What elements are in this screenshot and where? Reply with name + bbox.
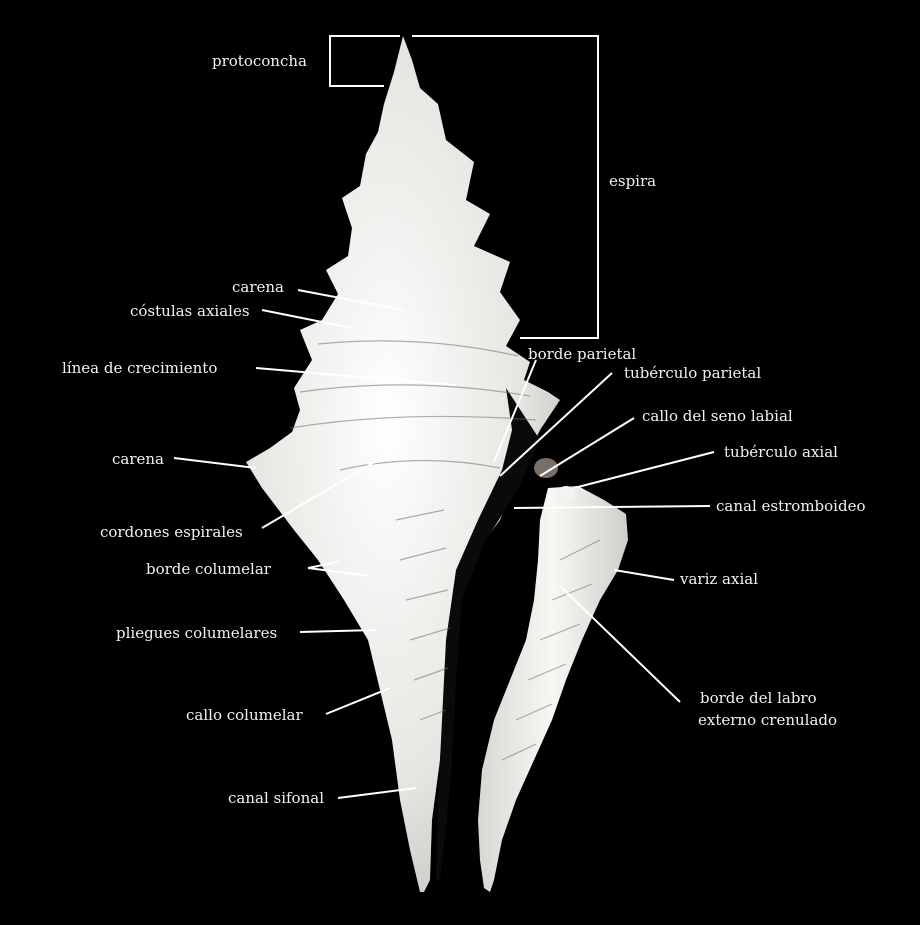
label-callo-seno-labial: callo del seno labial	[642, 407, 793, 425]
label-borde-parietal: borde parietal	[528, 345, 636, 363]
label-canal-estromboideo: canal estromboideo	[716, 497, 865, 515]
label-variz-axial: variz axial	[680, 570, 758, 588]
label-pliegues-columelares: pliegues columelares	[116, 624, 277, 642]
label-carena-side: carena	[112, 450, 164, 468]
label-carena-top: carena	[232, 278, 284, 296]
label-protoconcha: protoconcha	[212, 52, 307, 70]
protoconcha-box	[330, 36, 400, 86]
label-tuberculo-axial: tubérculo axial	[724, 443, 838, 461]
leader-callo-columelar	[326, 688, 390, 714]
outer-lip	[478, 486, 628, 892]
leader-canal-estromboideo	[514, 506, 710, 508]
label-tuberculo-parietal: tubérculo parietal	[624, 364, 761, 382]
label-borde-labro-line1: borde del labro	[700, 689, 817, 707]
label-borde-columelar: borde columelar	[146, 560, 271, 578]
label-linea-crecimiento: línea de crecimiento	[62, 359, 217, 377]
leader-carena-side	[174, 458, 256, 468]
label-cordones-espirales: cordones espirales	[100, 523, 243, 541]
axial-tubercle	[557, 486, 575, 502]
label-callo-columelar: callo columelar	[186, 706, 303, 724]
label-espira: espira	[609, 172, 656, 190]
leader-tuberculo-axial	[574, 452, 714, 488]
leader-variz-axial	[614, 570, 674, 580]
label-costulas-axiales: cóstulas axiales	[130, 302, 250, 320]
label-borde-labro-line2: externo crenulado	[698, 711, 837, 729]
label-canal-sifonal: canal sifonal	[228, 789, 324, 807]
